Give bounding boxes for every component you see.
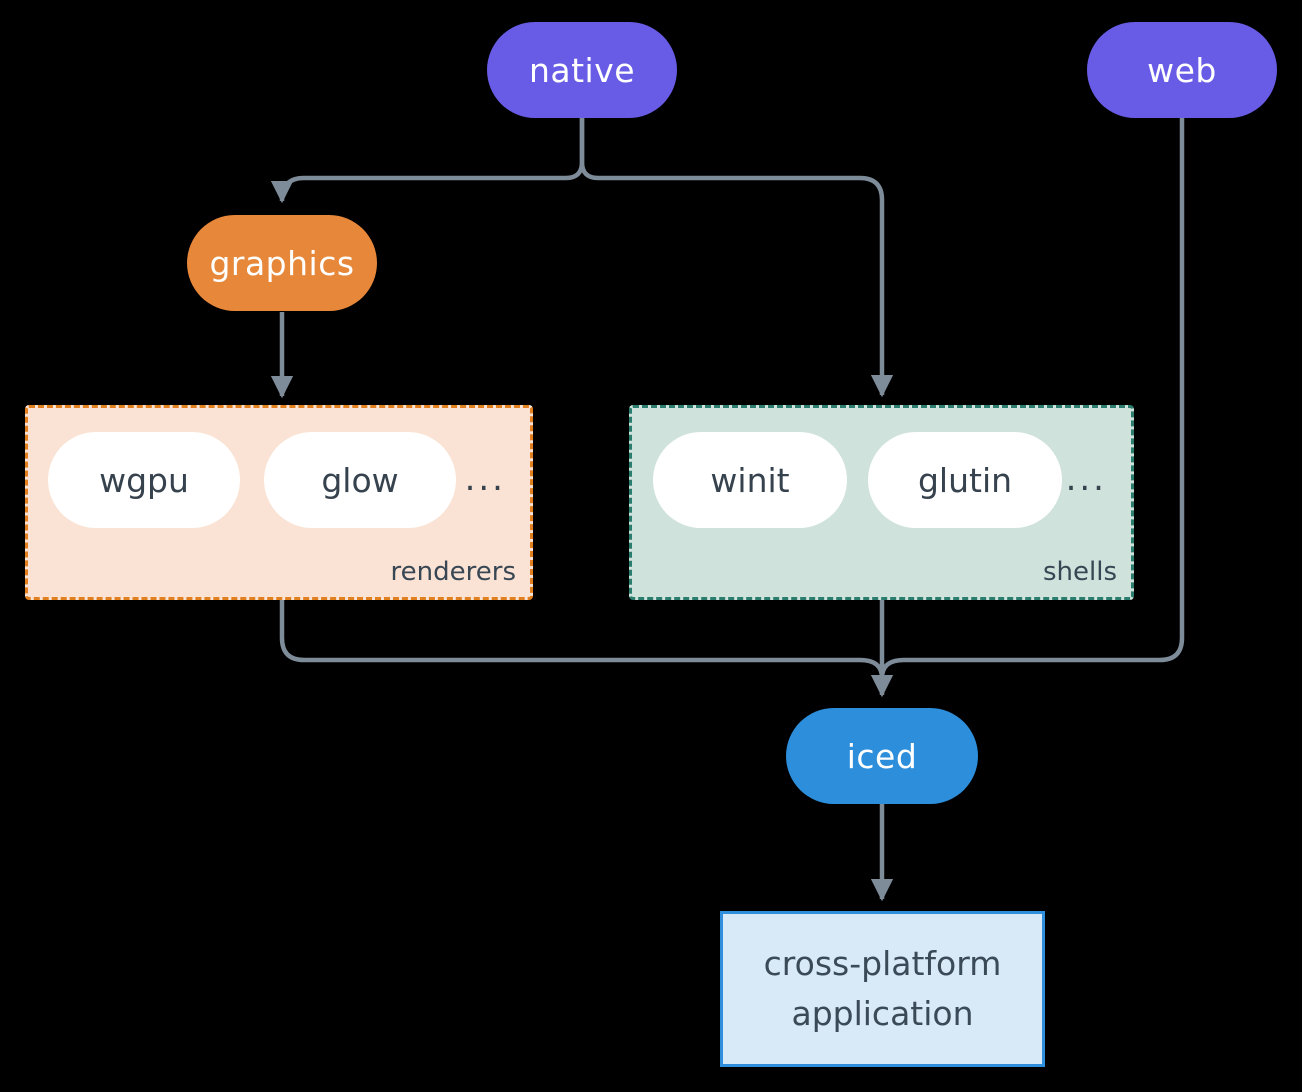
edge-renderers-to-merge <box>279 600 885 679</box>
edge-native-to-shells <box>579 118 894 398</box>
node-application: cross-platform application <box>720 911 1045 1067</box>
edge-web-to-merge <box>879 118 1185 679</box>
chip-glutin-label: glutin <box>917 460 1013 500</box>
group-shells: winit glutin ... shells <box>629 405 1134 600</box>
node-graphics-label: graphics <box>209 243 355 283</box>
renderers-ellipsis: ... <box>464 459 506 499</box>
node-graphics: graphics <box>187 215 377 311</box>
node-native-label: native <box>528 50 636 90</box>
shells-ellipsis: ... <box>1065 459 1107 499</box>
shells-group-label: shells <box>1042 557 1117 587</box>
edge-native-to-graphics <box>270 118 585 204</box>
node-web-label: web <box>1147 50 1217 90</box>
node-application-label: cross-platform application <box>763 944 1002 1033</box>
node-native: native <box>487 22 677 118</box>
node-iced-label: iced <box>846 736 918 776</box>
chip-glutin: glutin <box>868 432 1062 528</box>
chip-glow: glow <box>264 432 456 528</box>
group-renderers: wgpu glow ... renderers <box>25 405 533 600</box>
chip-winit: winit <box>653 432 847 528</box>
chip-winit-label: winit <box>710 460 790 500</box>
node-iced: iced <box>786 708 978 804</box>
chip-glow-label: glow <box>321 460 399 500</box>
renderers-group-label: renderers <box>390 557 516 587</box>
chip-wgpu-label: wgpu <box>99 460 189 500</box>
chip-wgpu: wgpu <box>48 432 240 528</box>
node-web: web <box>1087 22 1277 118</box>
